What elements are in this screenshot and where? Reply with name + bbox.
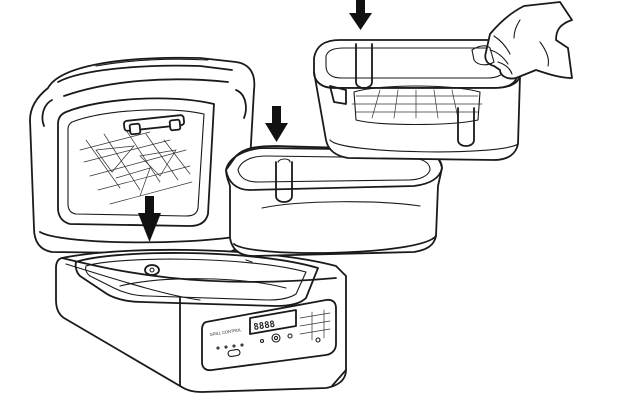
power-button [227, 348, 241, 358]
basket-handle-slot [329, 85, 347, 105]
digital-display [249, 309, 297, 335]
hand [471, 1, 573, 80]
arrow-down-icon [265, 106, 288, 142]
basket-rack [351, 85, 483, 126]
open-lid [29, 56, 256, 255]
display-digits: 8888 [253, 320, 276, 333]
arrow-down-icon [349, 0, 372, 30]
panel-label: GRILL CONTROL [209, 327, 242, 337]
crisper-basket [313, 39, 521, 161]
dial-icon [271, 333, 281, 343]
cooking-pot [225, 145, 443, 257]
arrow-down-icon [138, 196, 161, 242]
control-panel: 8888 GRILL CONTROL [201, 298, 337, 372]
splatter-shield-hatch [79, 129, 193, 205]
base-unit: 8888 GRILL CONTROL [55, 248, 347, 393]
